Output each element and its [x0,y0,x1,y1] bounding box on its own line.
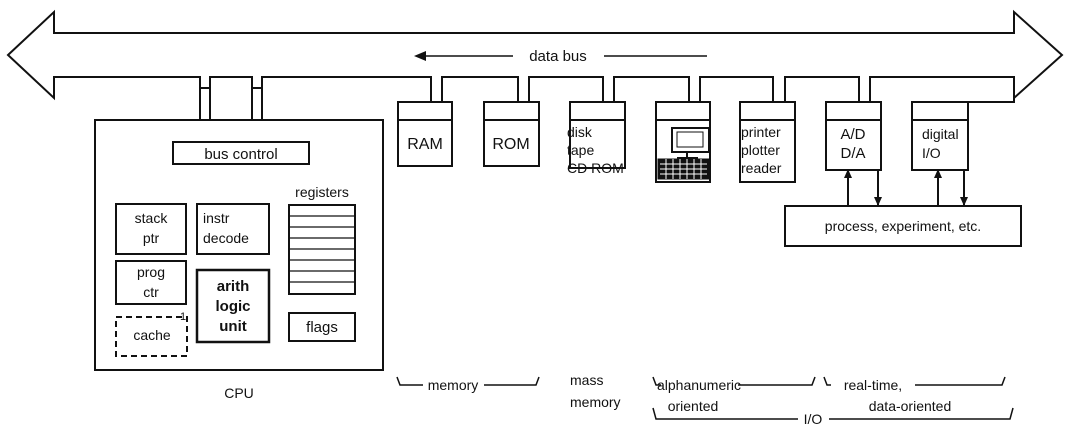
io-group-label: I/O [804,411,823,425]
cpu-label: CPU [224,385,254,401]
mass-memory-label-1: mass [570,372,603,388]
mass-connector [569,101,626,120]
digital-io-box [911,119,969,171]
ram-box [397,119,453,167]
instr-decode-box [196,203,270,255]
digital-label: digital [922,126,959,142]
ad-signal-lines [847,170,965,206]
bus-control-box [172,141,310,165]
stack-ptr-box [115,203,187,255]
mass-label-1: disk [567,124,593,140]
instr-label: instr [203,210,230,226]
digital-up-arrowhead [934,169,942,178]
arith-label: arith [217,278,250,295]
terminal-screen [671,127,710,153]
prog-label: prog [137,264,165,280]
ram-label: RAM [407,136,443,153]
cpu-box [94,119,384,371]
registers-label: registers [295,184,349,200]
terminal-connector [655,101,711,120]
alphanumeric-bracket [652,376,816,386]
decode-label: decode [203,230,249,246]
rom-connector [483,101,540,120]
cache-box [115,316,188,357]
da-label: D/A [840,145,865,162]
logic-label: logic [215,298,250,315]
alphanumeric-label: alphanumeric [657,377,741,393]
stack-label: stack [135,210,169,226]
realtime-label: real-time, [844,377,902,393]
terminal-keys [660,159,707,179]
prog-ctr-box [115,260,187,305]
printer-label-3: reader [741,160,782,176]
digital-down-arrowhead [960,197,968,206]
cache-label: cache [133,327,171,343]
ad-box [825,119,882,171]
ad-down-arrowhead [874,197,882,206]
cpu-connector [199,88,263,120]
process-label: process, experiment, etc. [825,218,981,234]
printer-label-2: plotter [741,142,780,158]
flags-label: flags [306,319,338,336]
memory-bracket [396,376,540,386]
printer-box [739,119,796,183]
ad-label: A/D [840,126,865,143]
mass-label-2: tape [567,142,594,158]
data-bus-label: data bus [529,48,587,65]
io-bracket [652,407,1014,420]
unit-label: unit [219,318,247,335]
ad-connector [825,101,882,120]
mass-memory-label-2: memory [570,394,621,410]
printer-label-1: printer [741,124,781,140]
realtime-bracket [823,376,1006,386]
ad-up-arrowhead [844,169,852,178]
data-bus-label-arrowhead [414,51,426,61]
process-box [784,205,1022,247]
terminal-screen-inner [676,131,704,148]
ptr-label: ptr [143,230,160,246]
io-device-label: I/O [922,145,941,161]
cache-mark: 1 [180,311,186,323]
digital-connector [911,98,1015,120]
mass-label-3: CD ROM [567,160,624,176]
ctr-label: ctr [143,284,159,300]
printer-connector [739,101,796,120]
rom-label: ROM [492,136,529,153]
memory-group-label: memory [428,377,479,393]
data-oriented-label: data-oriented [869,398,952,414]
bus-control-label: bus control [204,146,277,163]
flags-box [288,312,356,342]
ram-connector [397,101,453,120]
alu-box [195,268,271,344]
oriented-label: oriented [668,398,719,414]
rom-box [483,119,540,167]
mass-storage-box [569,119,626,169]
register-dividers [289,215,355,283]
